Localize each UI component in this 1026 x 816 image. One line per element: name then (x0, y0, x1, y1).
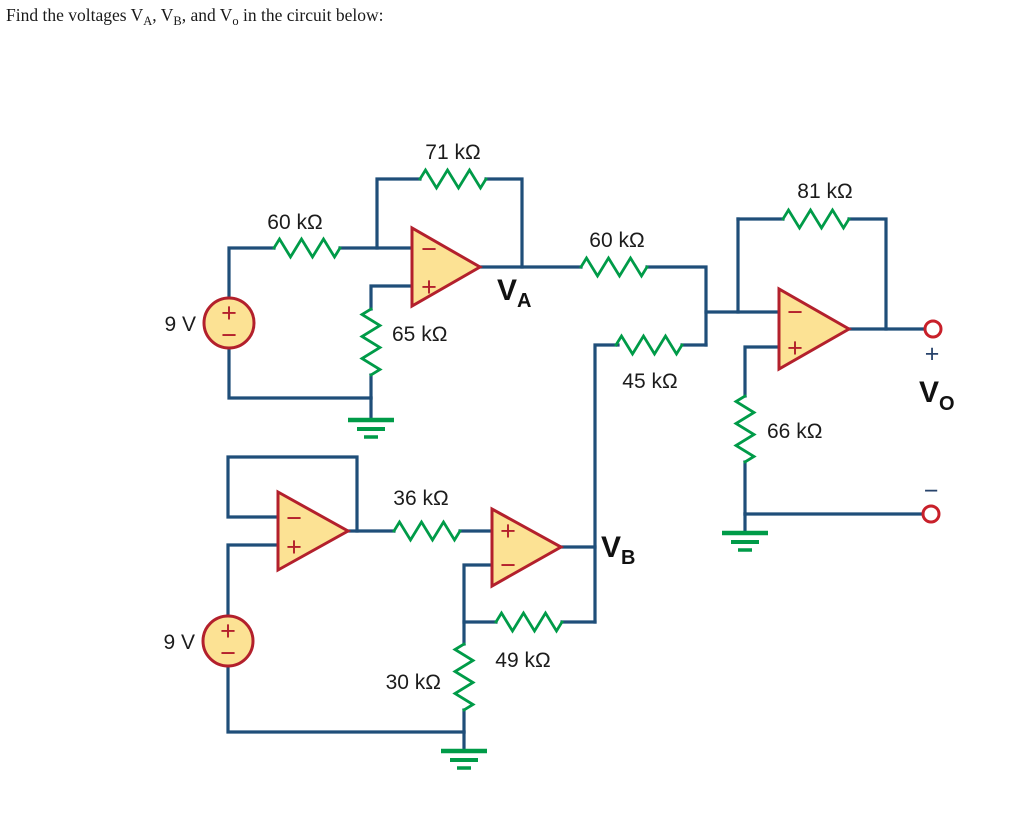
source-circle (201, 614, 255, 668)
resistor-zigzag (359, 307, 383, 377)
node-label-vo: VO (919, 376, 955, 415)
title-text: , and V (181, 5, 233, 25)
wire-source2-top (226, 543, 280, 618)
resistor-30k: 30 kΩ (386, 642, 476, 712)
resistor-label: 36 kΩ (393, 487, 448, 510)
node-label-base: V (919, 376, 939, 409)
problem-statement: Find the voltages VA, VB, and Vo in the … (6, 5, 384, 29)
opamp-c: − + (777, 286, 853, 372)
output-terminal-negative: − (921, 477, 941, 524)
resistor-zigzag (494, 610, 564, 634)
opamp-triangle (490, 506, 565, 589)
voltage-source-1: + − 9 V (164, 296, 256, 350)
node-label-base: V (601, 531, 621, 564)
terminal-circle (923, 319, 943, 339)
wire-vb-bus (593, 343, 620, 624)
ground-symbol-3 (441, 730, 487, 770)
node-label-va: VA (497, 274, 531, 312)
node-label-subscript: O (939, 393, 955, 415)
resistor-65k: 65 kΩ (359, 307, 447, 377)
source-minus-sign: − (220, 638, 236, 668)
node-label-subscript: B (621, 547, 635, 569)
node-label-subscript: A (517, 290, 531, 312)
opamp-minus-sign: − (286, 503, 302, 533)
voltage-source-2: + − 9 V (163, 614, 255, 668)
wire-feedbackA-right (484, 177, 524, 269)
node-label-vb: VB (601, 531, 635, 569)
resistor-zigzag (781, 207, 851, 231)
opamp-minus-sign: − (421, 234, 437, 264)
source-plus-sign: + (220, 616, 236, 646)
opamp-triangle (276, 489, 352, 573)
title-subscript-o: o (232, 14, 239, 28)
resistor-71k: 71 kΩ (418, 141, 488, 191)
resistor-60k-a: 60 kΩ (267, 211, 342, 260)
source-minus-sign: − (221, 320, 237, 350)
title-text: , V (152, 5, 174, 25)
opamp-plus-sign: + (286, 532, 302, 562)
opamp-plus-sign: + (500, 516, 516, 546)
resistor-45k: 45 kΩ (614, 333, 684, 393)
node-label-base: V (497, 274, 517, 307)
resistor-36k: 36 kΩ (392, 487, 462, 543)
wire-source1-bottom (227, 346, 373, 400)
resistor-label: 60 kΩ (589, 229, 644, 252)
resistor-zigzag (579, 255, 649, 279)
opamp-triangle (410, 225, 484, 309)
resistor-66k: 66 kΩ (733, 394, 822, 464)
source-value-label: 9 V (163, 631, 195, 654)
resistor-label: 65 kΩ (392, 323, 447, 346)
output-minus-sign: − (924, 477, 939, 505)
resistor-zigzag (272, 236, 342, 260)
resistor-zigzag (418, 167, 488, 191)
opamp-plus-sign: + (421, 272, 437, 302)
resistor-label: 71 kΩ (425, 141, 480, 164)
ground-symbol-1 (348, 396, 394, 439)
resistor-zigzag (392, 519, 462, 543)
opamp-triangle (777, 286, 853, 372)
wire-opampC-plus-input (743, 345, 781, 398)
resistor-label: 30 kΩ (386, 671, 441, 694)
opamp-minus-sign: − (500, 550, 516, 580)
opamp-a: − + (410, 225, 484, 309)
resistor-49k: 49 kΩ (494, 610, 564, 672)
title-subscript-a: A (143, 14, 153, 28)
resistor-label: 49 kΩ (495, 649, 550, 672)
wire-opampA-plus-input (369, 284, 414, 311)
wire-feedbackA-left (375, 177, 422, 250)
output-terminal-positive: + (923, 319, 943, 368)
wire-opampB2-minus-input (462, 563, 494, 646)
resistor-60k-b: 60 kΩ (579, 229, 649, 279)
resistor-zigzag (614, 333, 684, 357)
wire-opampB1-feedback (226, 455, 359, 533)
output-plus-sign: + (925, 340, 940, 368)
opamp-minus-sign: − (787, 297, 803, 327)
opamp-b1: − + (276, 489, 352, 573)
wire-source1-top (227, 246, 276, 300)
source-value-label: 9 V (164, 313, 196, 336)
resistor-label: 45 kΩ (622, 370, 677, 393)
title-subscript-b: B (173, 14, 182, 28)
resistor-81k: 81 kΩ (781, 180, 853, 231)
wire-source2-bottom (226, 664, 466, 734)
resistor-label: 66 kΩ (767, 420, 822, 443)
resistor-label: 60 kΩ (267, 211, 322, 234)
source-circle (202, 296, 256, 350)
wire-r60b-to-junction (645, 265, 708, 347)
opamp-plus-sign: + (787, 333, 803, 363)
resistor-zigzag (452, 642, 476, 712)
source-plus-sign: + (221, 298, 237, 328)
wire-r81-right (847, 217, 888, 331)
ground-symbol-2 (722, 512, 768, 552)
opamp-b2: + − (490, 506, 565, 589)
resistor-label: 81 kΩ (797, 180, 852, 203)
wires (226, 177, 926, 734)
terminal-circle (921, 504, 941, 524)
title-text: Find the voltages V (6, 5, 144, 25)
resistor-zigzag (733, 394, 757, 464)
title-text: in the circuit below: (238, 5, 384, 25)
